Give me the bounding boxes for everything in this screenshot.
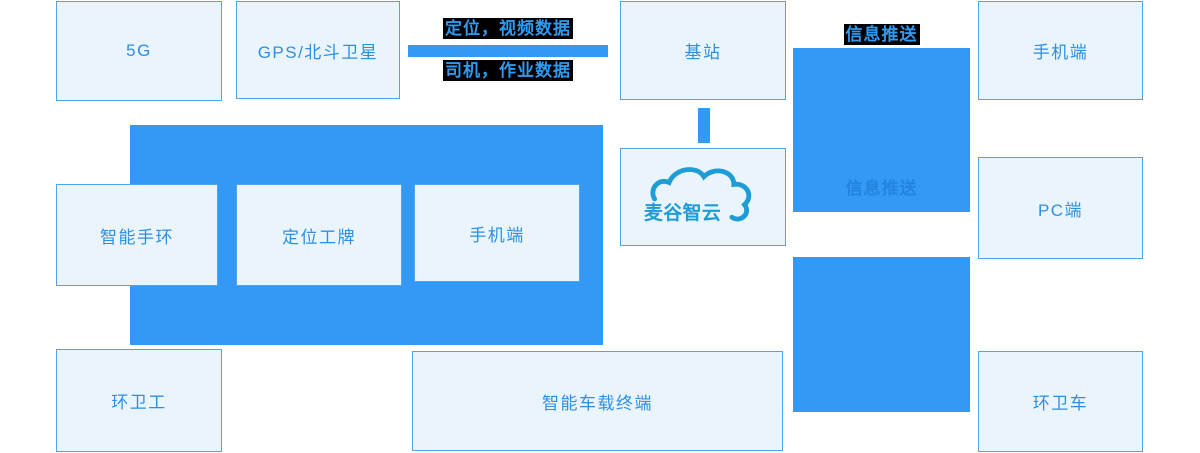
node-sanitation-vehicle: 环卫车 [978,351,1143,452]
node-sanitation-vehicle-label: 环卫车 [1032,394,1089,413]
node-pc: PC端 [978,157,1143,259]
node-base-station: 基站 [620,1,786,100]
label-push-top: 信息推送 [843,24,920,45]
base-to-cloud-connector [698,108,710,143]
push-block-bottom [793,257,970,412]
node-smart-band: 智能手环 [56,184,218,286]
node-vehicle-terminal: 智能车载终端 [412,351,783,451]
node-cloud: 麦谷智云 [620,148,786,246]
node-locating-badge-label: 定位工牌 [282,227,356,247]
node-gps-beidou: GPS/北斗卫星 [236,1,400,99]
node-smart-band-label: 智能手环 [100,227,174,247]
node-phone-inner-label: 手机端 [469,225,525,245]
node-phone-top: 手机端 [978,1,1143,100]
node-sanitation-worker-label: 环卫工 [111,393,167,412]
node-locating-badge: 定位工牌 [236,184,402,286]
node-gps-beidou-label: GPS/北斗卫星 [257,42,379,62]
cloud-icon [650,167,752,222]
node-phone-top-label: 手机端 [1032,43,1089,62]
node-5g-label: 5G [126,41,152,60]
uplink-bar [408,45,608,57]
node-sanitation-worker: 环卫工 [56,349,222,452]
node-phone-inner: 手机端 [414,184,580,282]
label-push-inner: 信息推送 [845,179,918,198]
node-pc-label: PC端 [1037,200,1084,220]
node-base-station-label: 基站 [684,43,722,62]
label-driver-data: 司机，作业数据 [443,60,573,81]
label-uplink-data: 定位，视频数据 [443,18,573,39]
node-5g: 5G [56,1,222,101]
cloud-logo-text: 麦谷智云 [644,201,721,223]
push-block-top [793,48,970,212]
maigu-cloud-logo: 麦谷智云 [644,167,752,223]
node-vehicle-terminal-label: 智能车载终端 [542,393,653,413]
